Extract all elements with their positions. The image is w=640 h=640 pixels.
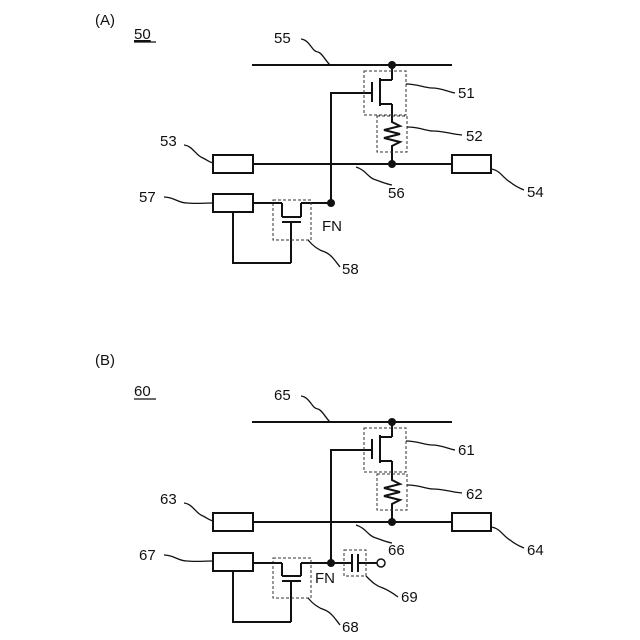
panel-a-circuit-ref: 50 [134,26,151,43]
panel-a-ref-box-bottom: 57 [139,189,156,206]
panel-a-label: (A) [95,12,115,29]
panel-b-ref-resistor: 62 [466,486,483,503]
panel-b-mid-node [388,518,396,526]
panel-b-ref-transistor: 61 [458,442,475,459]
panel-a-box-left [213,155,253,173]
panel-b-ref-line-mid: 66 [388,542,405,559]
panel-b-capacitor [331,550,385,576]
panel-b-ref-box-left: 63 [160,491,177,508]
panel-b-circuit-ref: 60 [134,383,151,400]
panel-a-mid-node [388,160,396,168]
panel-b-box-right [452,513,491,531]
panel-a-ref-line-top: 55 [274,30,291,47]
panel-b-label: (B) [95,352,115,369]
panel-a-ref-box-right: 54 [527,184,544,201]
panel-a-box-bottom [213,194,253,212]
panel-a-ref-resistor: 52 [466,128,483,145]
panel-a-ref-switch: 58 [342,261,359,278]
panel-a-ref-transistor: 51 [458,85,475,102]
panel-b-ref-box-right: 64 [527,542,544,559]
panel-a-resistor [377,116,407,164]
panel-a-box-right [452,155,491,173]
panel-a-transistor [331,65,406,203]
panel-b-ref-capacitor: 69 [401,589,418,606]
panel-b-resistor [377,474,407,522]
panel-b-capacitor-terminal [377,559,385,567]
panel-b-ref-box-bottom: 67 [139,547,156,564]
panel-b-ref-line-top: 65 [274,387,291,404]
panel-b-box-left [213,513,253,531]
panel-a-fn-label: FN [322,218,342,235]
panel-b-box-bottom [213,553,253,571]
panel-b-ref-switch: 68 [342,619,359,636]
panel-a-ref-box-left: 53 [160,133,177,150]
panel-b-switch [273,558,331,622]
panel-b: (B) 60 FN [95,352,544,636]
panel-a: (A) 50 FN [95,12,544,278]
panel-a-ref-line-mid: 56 [388,185,405,202]
panel-b-fn-label: FN [315,570,335,587]
